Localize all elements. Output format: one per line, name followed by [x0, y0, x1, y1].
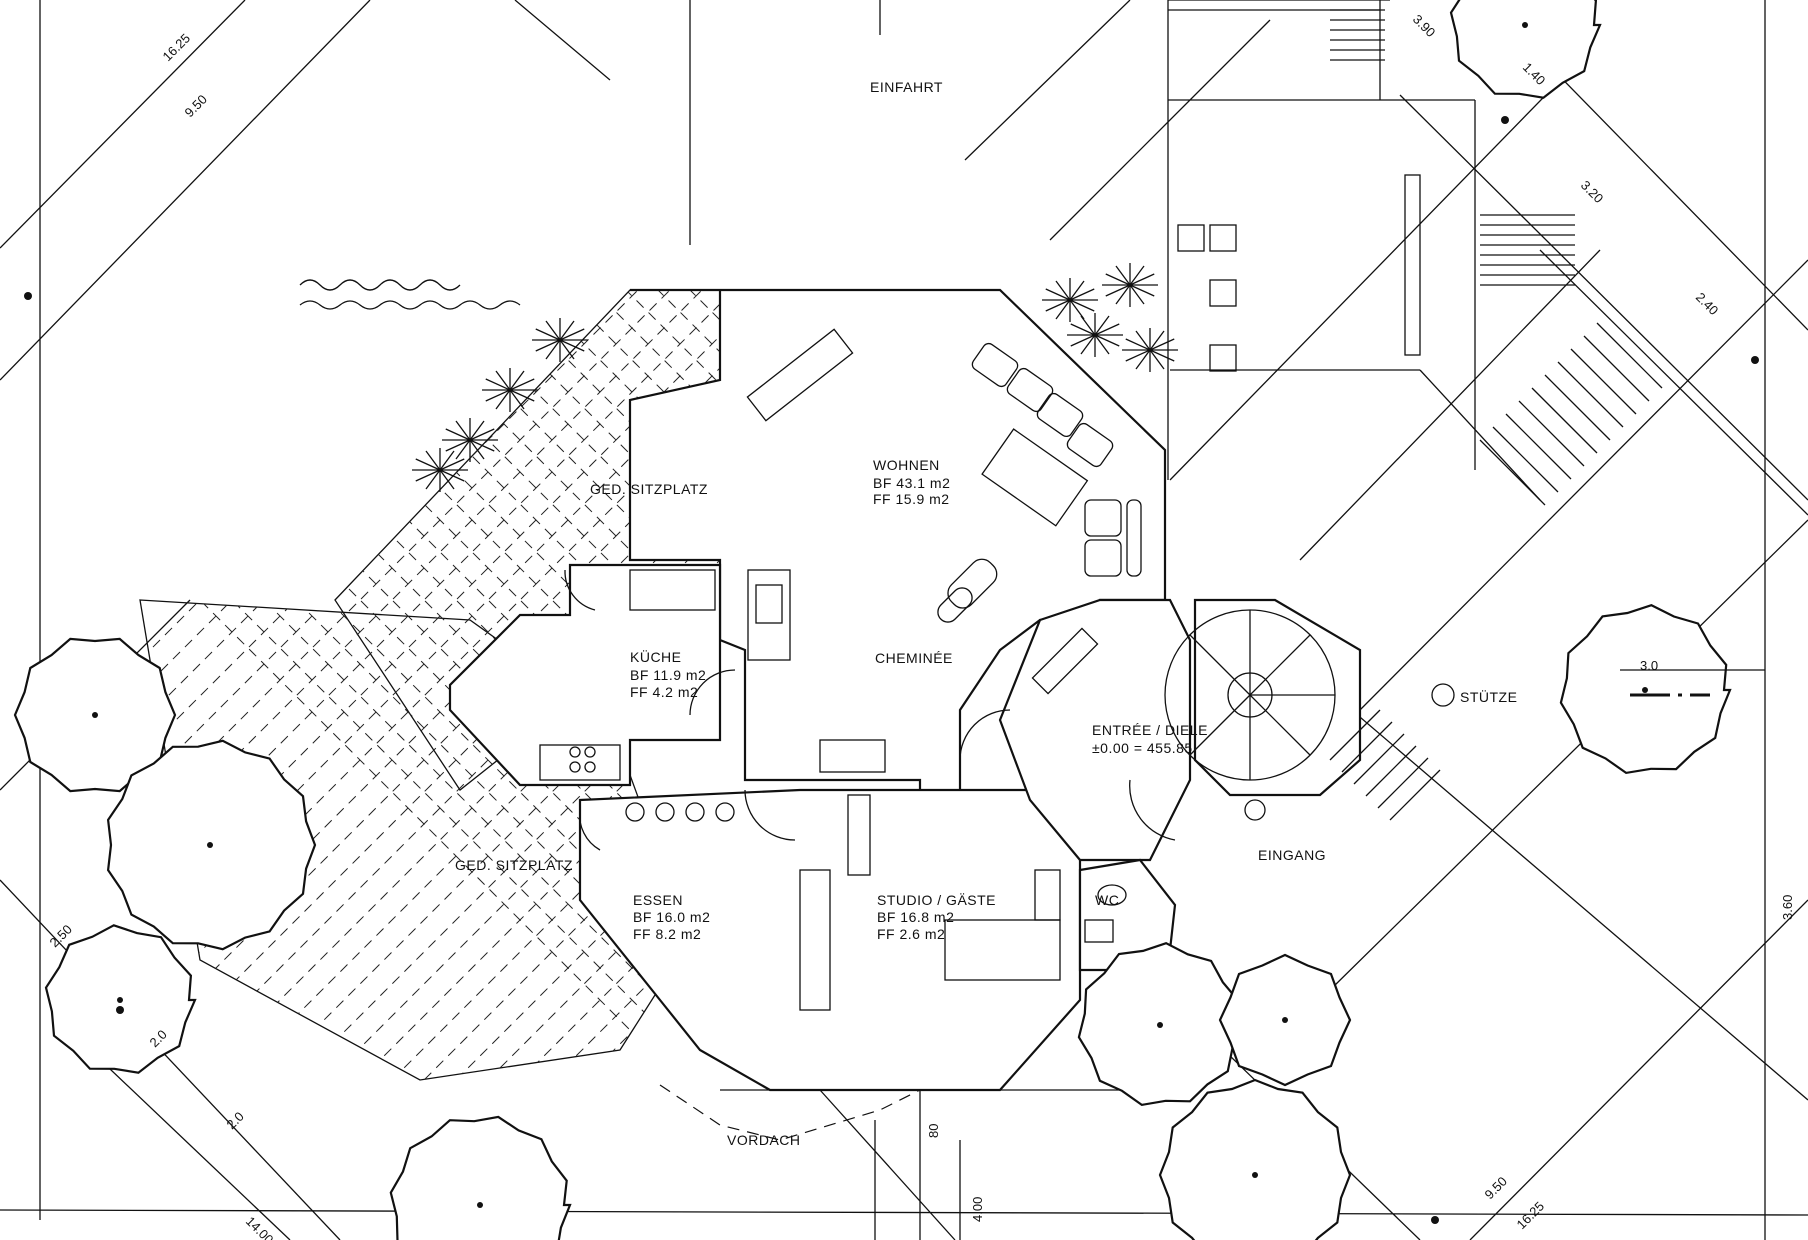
interior-details — [539, 9, 1663, 1240]
dim-80: 80 — [926, 1124, 941, 1138]
label-entree-level: ±0.00 = 455.85 — [1092, 740, 1193, 756]
dim-3-90: 3.90 — [1410, 12, 1439, 41]
label-studio-ff: FF 2.6 m2 — [877, 926, 945, 942]
dim-16-25-top: 16.25 — [160, 31, 194, 65]
trees — [13, 0, 1732, 1240]
label-kueche-bf: BF 11.9 m2 — [630, 667, 706, 683]
label-wc: WC — [1095, 892, 1119, 908]
dimension-markers — [24, 116, 1765, 1224]
dim-9-50-bot: 9.50 — [1482, 1174, 1511, 1203]
label-stuetze: STÜTZE — [1460, 688, 1517, 705]
dim-2-0-b: 2.0 — [224, 1109, 247, 1132]
label-sitzplatz-bottom: GED. SITZPLATZ — [455, 857, 573, 873]
label-vordach: VORDACH — [727, 1132, 801, 1148]
label-kueche: KÜCHE — [630, 648, 682, 665]
label-essen: ESSEN — [633, 892, 683, 908]
plants — [299, 263, 1178, 492]
label-kueche-ff: FF 4.2 m2 — [630, 684, 698, 700]
label-entree: ENTRÉE / DIELE — [1092, 722, 1208, 738]
label-cheminee: CHEMINÉE — [875, 650, 953, 666]
label-essen-ff: FF 8.2 m2 — [633, 926, 701, 942]
dim-9-50-top: 9.50 — [182, 92, 211, 121]
dim-3-0: 3.0 — [1640, 658, 1658, 673]
dim-3-60: 3.60 — [1780, 895, 1795, 920]
label-wohnen-bf: BF 43.1 m2 — [873, 475, 950, 491]
label-wohnen: WOHNEN — [873, 457, 940, 473]
label-eingang: EINGANG — [1258, 847, 1326, 863]
dim-4-00: 4.00 — [970, 1197, 985, 1222]
label-essen-bf: BF 16.0 m2 — [633, 909, 710, 925]
label-studio: STUDIO / GÄSTE — [877, 892, 996, 908]
label-studio-bf: BF 16.8 m2 — [877, 909, 954, 925]
dim-3-20: 3.20 — [1578, 178, 1607, 207]
label-einfahrt: EINFAHRT — [870, 79, 943, 95]
label-sitzplatz-top: GED. SITZPLATZ — [590, 481, 708, 497]
label-wohnen-ff: FF 15.9 m2 — [873, 491, 950, 507]
dim-16-25-bot: 16.25 — [1514, 1199, 1548, 1233]
room-labels: EINFAHRT WOHNEN BF 43.1 m2 FF 15.9 m2 GE… — [455, 79, 1517, 1148]
dim-2-40: 2.40 — [1693, 290, 1722, 319]
dim-14-00: 14.00 — [243, 1214, 277, 1240]
